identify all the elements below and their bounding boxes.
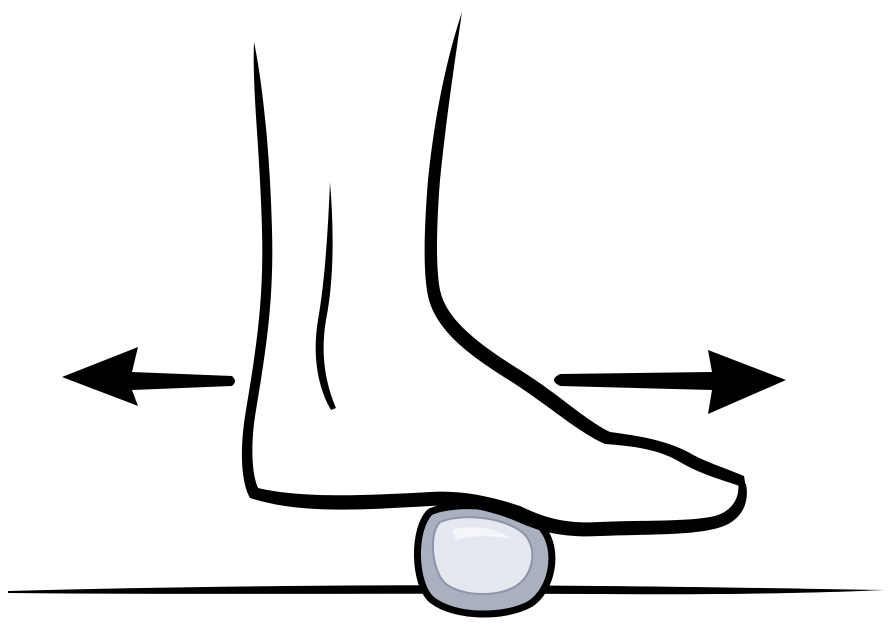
foot-front-and-toes-outline [424, 12, 746, 488]
arrow-left-icon [62, 347, 235, 406]
massage-ball-highlight [452, 527, 512, 540]
foot-back-and-sole-outline [241, 42, 747, 537]
arrow-right-icon [554, 350, 786, 414]
ankle-line [315, 182, 336, 410]
foot [241, 12, 747, 537]
massage-ball [413, 502, 556, 618]
